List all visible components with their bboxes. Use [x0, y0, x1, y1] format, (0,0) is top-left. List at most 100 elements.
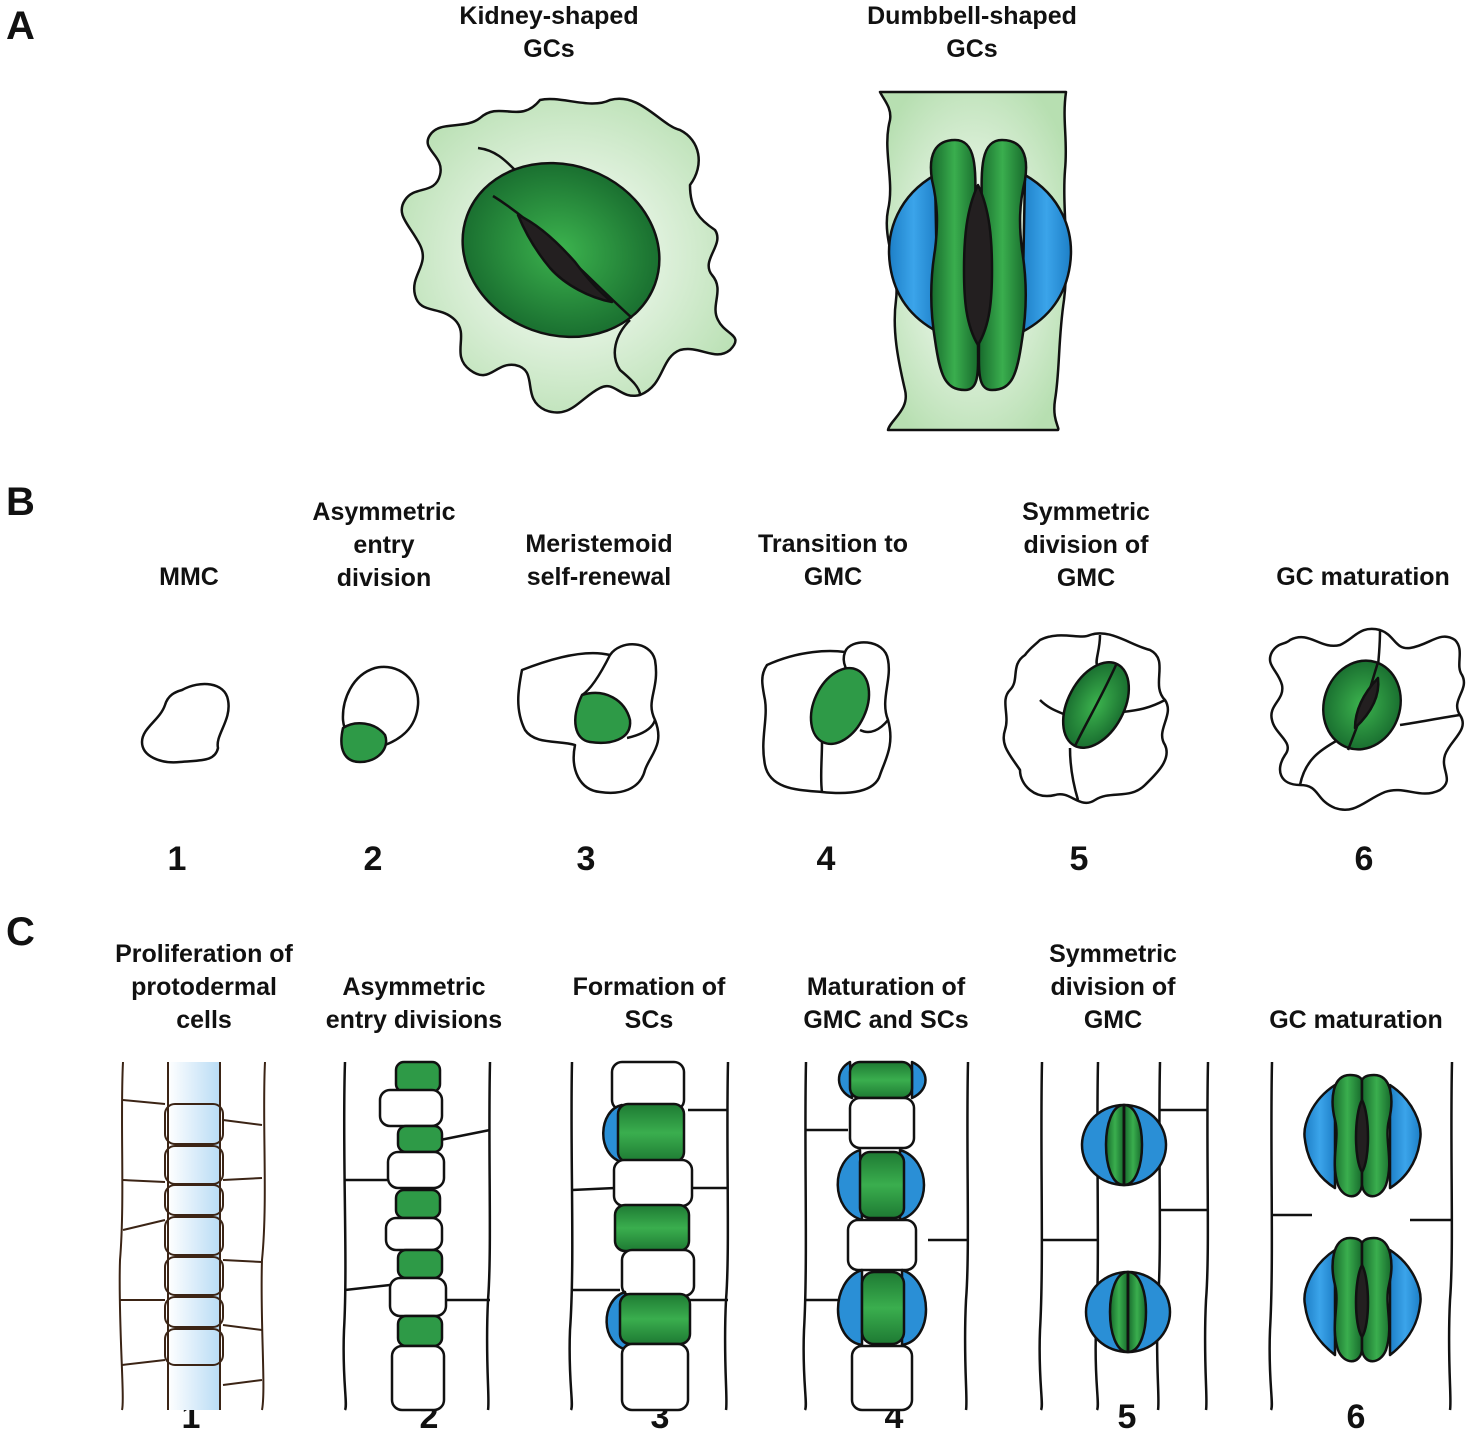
b5-wall-3: [1068, 747, 1080, 801]
b2-meristemoid: [340, 722, 388, 764]
b-number-4: 4: [816, 840, 836, 878]
c4-gmc: [858, 1150, 906, 1220]
b-stage-2-label: Asymmetric entry division: [312, 496, 455, 595]
c1-proto-cell: [164, 1296, 224, 1328]
c5-line-1: Symmetric: [1049, 940, 1177, 968]
c2-meristemoid: [396, 1248, 444, 1280]
c6-line-1: GC maturation: [1269, 1006, 1443, 1034]
c1-side-wall: [222, 1119, 263, 1126]
c2-meristemoid: [396, 1124, 444, 1154]
c4-subsidiary-cell: [837, 1060, 854, 1100]
b4-wall-3: [859, 719, 889, 734]
c1-side-wall: [222, 1259, 263, 1263]
c6-right-file-edge: [1447, 1061, 1454, 1411]
c4-subsidiary-cell: [836, 1148, 864, 1222]
c1-proto-cell: [164, 1328, 224, 1366]
c6-subsidiary-left: [1303, 1083, 1337, 1190]
b5-line-2: division of: [1023, 531, 1149, 559]
c1-file-right-outer: [260, 1061, 266, 1411]
c6-pore: [1354, 1263, 1370, 1339]
b5-division-wall: [1073, 664, 1118, 747]
c4-cell: [850, 1344, 914, 1412]
dumbbell-title: Dumbbell-shaped GCs: [867, 0, 1077, 66]
b-number-3: 3: [576, 840, 596, 878]
c6-guard-cell-right: [1360, 1236, 1393, 1363]
c5-guard-cell: [1126, 1270, 1148, 1354]
c6-subsidiary-right: [1388, 1248, 1422, 1357]
c3-gmc: [613, 1203, 691, 1253]
c2-side-wall: [344, 1283, 391, 1292]
c5-guard-cell: [1104, 1103, 1126, 1187]
c-stage-3-label: Formation of SCs: [573, 971, 726, 1037]
c5-guard-cell: [1108, 1270, 1130, 1354]
c1-side-wall: [222, 1379, 263, 1386]
c1-line-3: cells: [176, 1006, 232, 1034]
c6-gc-maturation: [1268, 1061, 1454, 1411]
c2-right-file-edge: [485, 1061, 492, 1411]
c6-subsidiary-left: [1303, 1248, 1337, 1357]
b-number-2: 2: [363, 840, 383, 878]
kidney-stomate: [400, 97, 737, 414]
c3-cell: [620, 1248, 696, 1298]
c6-subsidiary-right: [1388, 1083, 1422, 1190]
c2-meristemoid: [394, 1188, 442, 1220]
b1-line-1: MMC: [159, 563, 219, 591]
panel-letter-a: A: [6, 4, 35, 48]
c-stage-6-label: GC maturation: [1269, 1004, 1443, 1037]
c-stage-2-label: Asymmetric entry divisions: [326, 971, 502, 1037]
c1-side-wall: [122, 1219, 166, 1231]
c5-right-file-edge: [1203, 1061, 1210, 1411]
kidney-pore: [516, 213, 614, 304]
c1-side-wall: [122, 1179, 166, 1183]
c1-side-wall: [122, 1099, 166, 1105]
b-stage-5-label: Symmetric division of GMC: [1022, 496, 1150, 595]
c3-cell: [620, 1342, 690, 1412]
c3-gmc: [618, 1292, 692, 1346]
c5-left-file-edge: [1038, 1061, 1044, 1411]
b5-line-1: Symmetric: [1022, 498, 1150, 526]
c1-proto-cell: [164, 1256, 224, 1296]
c3-side-wall: [571, 1186, 616, 1192]
c-stage-5-label: Symmetric division of GMC: [1049, 938, 1177, 1037]
c2-sister-cell: [384, 1216, 444, 1252]
c1-side-wall: [222, 1324, 263, 1331]
kidney-title-line-2: GCs: [523, 35, 575, 63]
c2-line-2: entry divisions: [325, 1006, 503, 1034]
c2-entry-divisions: [342, 1060, 492, 1412]
b3-wall-2: [626, 719, 657, 740]
b3-line-2: self-renewal: [526, 563, 672, 591]
c4-left-file-edge: [802, 1061, 808, 1411]
c1-file-left-outer: [118, 1061, 124, 1411]
b-stage-3-label: Meristemoid self-renewal: [525, 528, 672, 594]
c2-meristemoid: [394, 1060, 442, 1094]
c4-cell: [846, 1218, 918, 1272]
c1-protoderm: [118, 1061, 266, 1411]
c4-right-file-edge: [963, 1061, 970, 1411]
dumbbell-pore: [962, 183, 994, 347]
c5-symmetric-division: [1038, 1061, 1210, 1411]
c4-line-1: Maturation of: [806, 973, 966, 1001]
c4-subsidiary-cell: [910, 1060, 927, 1100]
b-stage-6-label: GC maturation: [1276, 561, 1450, 594]
c4-gmc: [860, 1270, 906, 1346]
c5-guard-cell: [1122, 1103, 1144, 1187]
b2-line-1: Asymmetric: [312, 498, 456, 526]
c2-line-1: Asymmetric: [342, 973, 486, 1001]
dumbbell-stomate: [878, 90, 1073, 432]
c4-subsidiary-cell: [836, 1268, 864, 1347]
b6-pore: [1353, 676, 1380, 730]
c1-side-wall: [121, 1359, 166, 1366]
b3-line-1: Meristemoid: [525, 530, 673, 558]
c1-center-file: [168, 1062, 220, 1410]
b-number-5: 5: [1069, 840, 1089, 878]
b6-line-1: GC maturation: [1276, 563, 1450, 591]
c-stage-4-label: Maturation of GMC and SCs: [803, 971, 968, 1037]
c4-cell: [848, 1096, 916, 1150]
kidney-title-line-1: Kidney-shaped: [459, 2, 639, 30]
c6-guard-cell-right: [1360, 1073, 1393, 1198]
b4-line-2: GMC: [803, 563, 863, 591]
c2-left-file-edge: [342, 1061, 348, 1411]
dumbbell-subsidiary-left: [887, 173, 940, 334]
c1-line-1: Proliferation of: [115, 940, 293, 968]
